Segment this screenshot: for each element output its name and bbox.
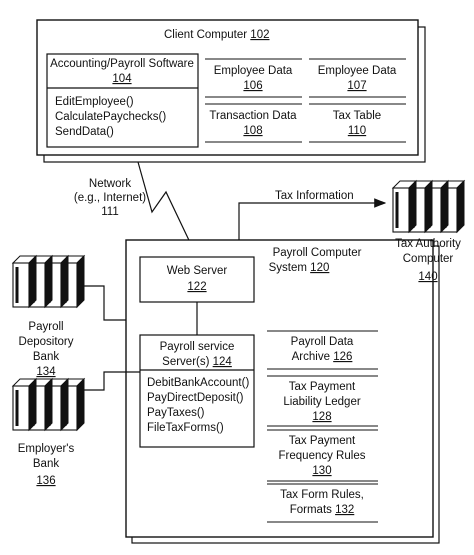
svg-text:Web Server: Web Server <box>167 265 228 277</box>
employer-bank-link <box>84 371 140 391</box>
svg-text:Employer's: Employer's <box>18 443 75 455</box>
network-link <box>137 161 197 256</box>
software-title: Accounting/Payroll Software <box>50 58 194 70</box>
client-computer-title: Client Computer 102 <box>164 29 269 41</box>
svg-text:Depository: Depository <box>19 336 74 348</box>
svg-text:Payroll service: Payroll service <box>160 341 235 353</box>
svg-text:Tax Table: Tax Table <box>333 110 381 122</box>
method-calculate-paychecks: CalculatePaychecks() <box>55 111 166 123</box>
svg-text:107: 107 <box>347 80 366 92</box>
method-edit-employee: EditEmployee() <box>55 96 134 108</box>
data-store-employee-107: Employee Data 107 <box>309 58 406 98</box>
svg-text:134: 134 <box>36 366 56 378</box>
tax-authority-label: Tax Authority Computer 140 <box>395 238 461 283</box>
method-pay-direct-deposit: PayDirectDeposit() <box>147 392 244 404</box>
tax-information-label: Tax Information <box>275 190 354 202</box>
data-store-employee-106: Employee Data 106 <box>205 58 302 98</box>
svg-text:Employee Data: Employee Data <box>214 65 293 77</box>
payroll-service-server-box: Payroll service Server(s) 124 DebitBankA… <box>139 334 255 448</box>
svg-text:Computer: Computer <box>403 253 454 265</box>
archive-tax-form-rules-132: Tax Form Rules, Formats 132 <box>267 483 378 523</box>
svg-text:Network: Network <box>89 178 131 190</box>
archive-tax-liability-128: Tax Payment Liability Ledger 128 <box>267 375 378 427</box>
svg-text:Bank: Bank <box>33 351 59 363</box>
svg-text:Employee Data: Employee Data <box>318 65 397 77</box>
network-label: Network (e.g., Internet) 111 <box>74 178 146 218</box>
svg-text:110: 110 <box>348 125 366 137</box>
svg-text:Formats 132: Formats 132 <box>290 504 355 516</box>
svg-text:Archive 126: Archive 126 <box>292 351 353 363</box>
svg-text:136: 136 <box>36 475 55 487</box>
svg-text:108: 108 <box>243 125 262 137</box>
web-server-box: Web Server 122 <box>139 256 255 303</box>
svg-text:128: 128 <box>312 411 331 423</box>
employer-bank-server-icon <box>11 377 86 432</box>
svg-text:Frequency Rules: Frequency Rules <box>279 450 366 462</box>
method-debit-bank-account: DebitBankAccount() <box>147 377 249 389</box>
method-pay-taxes: PayTaxes() <box>147 407 205 419</box>
svg-text:Tax Payment: Tax Payment <box>289 381 356 393</box>
svg-text:106: 106 <box>243 80 262 92</box>
method-file-tax-forms: FileTaxForms() <box>147 422 224 434</box>
depository-bank-label: Payroll Depository Bank 134 <box>19 321 74 378</box>
svg-text:Transaction Data: Transaction Data <box>209 110 297 122</box>
depository-bank-server-icon <box>11 254 86 309</box>
svg-text:Tax Form Rules,: Tax Form Rules, <box>280 489 364 501</box>
svg-text:111: 111 <box>101 206 118 218</box>
data-store-tax-table-110: Tax Table 110 <box>309 103 406 143</box>
archive-tax-frequency-130: Tax Payment Frequency Rules 130 <box>267 429 378 482</box>
client-computer: Client Computer 102 Accounting/Payroll S… <box>36 19 426 163</box>
svg-text:Liability Ledger: Liability Ledger <box>283 396 361 408</box>
accounting-software-box: Accounting/Payroll Software 104 EditEmpl… <box>46 53 199 148</box>
method-send-data: SendData() <box>55 126 114 138</box>
system-title-line2: System 120 <box>269 262 330 274</box>
depository-bank-link <box>82 285 126 321</box>
svg-text:Tax Authority: Tax Authority <box>395 238 461 250</box>
svg-text:Bank: Bank <box>33 458 59 470</box>
svg-text:Payroll: Payroll <box>28 321 63 333</box>
svg-text:Server(s) 124: Server(s) 124 <box>162 356 232 368</box>
svg-text:130: 130 <box>312 465 331 477</box>
payroll-computer-system: Payroll Computer System 120 Web Server 1… <box>125 239 440 544</box>
svg-text:140: 140 <box>418 271 437 283</box>
system-title-line1: Payroll Computer <box>273 247 362 259</box>
svg-text:Tax Payment: Tax Payment <box>289 435 356 447</box>
tax-information-link: Tax Information <box>238 190 387 240</box>
svg-text:(e.g., Internet): (e.g., Internet) <box>74 192 146 204</box>
data-store-transaction-108: Transaction Data 108 <box>205 103 302 143</box>
software-ref: 104 <box>112 73 132 85</box>
svg-text:122: 122 <box>187 281 206 293</box>
employer-bank-label: Employer's Bank 136 <box>18 443 75 487</box>
svg-text:Payroll Data: Payroll Data <box>291 336 354 348</box>
archive-payroll-data-126: Payroll Data Archive 126 <box>267 330 378 370</box>
tax-authority-server-icon <box>391 179 466 234</box>
